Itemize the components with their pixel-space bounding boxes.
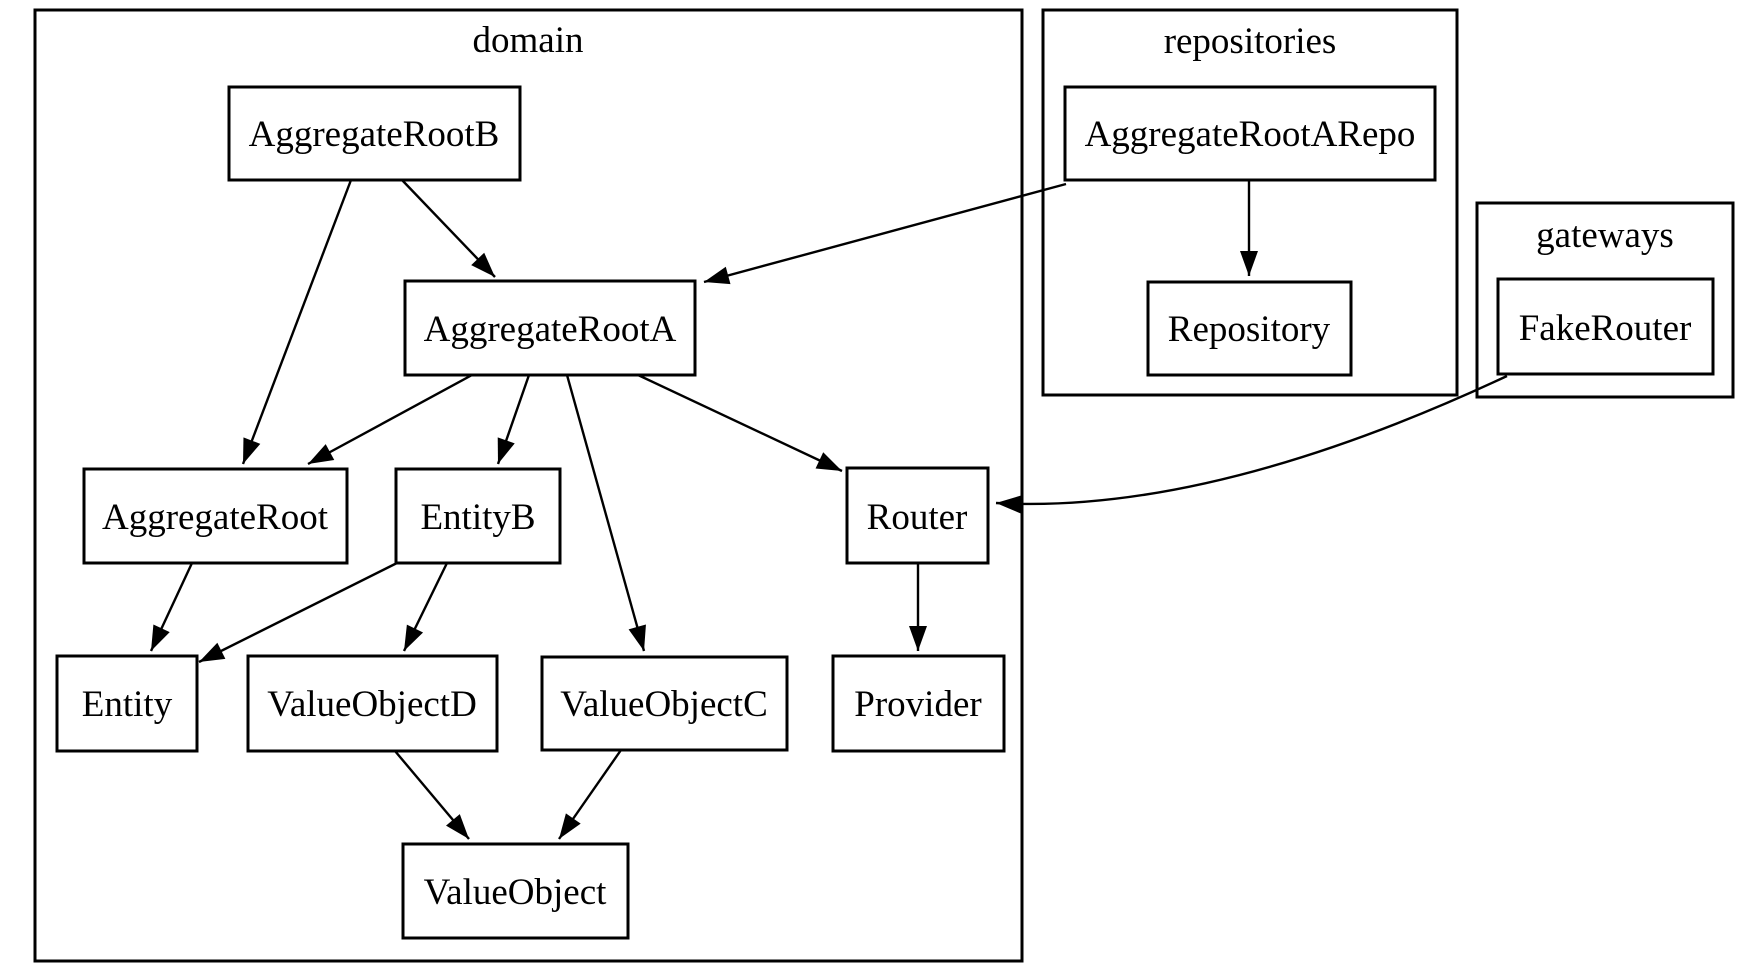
- node-aggregateroot-label: AggregateRoot: [102, 497, 329, 538]
- node-repository-label: Repository: [1168, 309, 1331, 350]
- node-router: Router: [845, 466, 990, 565]
- node-fakerouter-label: FakeRouter: [1519, 308, 1692, 349]
- cluster-gateways: gateways: [1475, 201, 1735, 399]
- node-entity-box: [55, 654, 199, 753]
- node-fakerouter-box: [1496, 277, 1715, 376]
- node-aggregaterootarepo-label: AggregateRootARepo: [1085, 114, 1416, 155]
- edge-entityb-entity: [198, 561, 398, 664]
- cluster-repositories: repositories: [1041, 8, 1459, 397]
- edge-aggregateroota-valueobjectc: [565, 374, 646, 652]
- node-valueobjectc-box: [540, 655, 789, 752]
- node-provider-box: [831, 654, 1006, 753]
- cluster-gateways-label: gateways: [1536, 215, 1674, 256]
- node-entity: Entity: [55, 654, 199, 753]
- node-provider-label: Provider: [854, 684, 981, 725]
- node-aggregateroota: AggregateRootA: [403, 279, 697, 377]
- edge-valueobjectd-valueobject: [394, 750, 470, 840]
- node-router-label: Router: [867, 497, 968, 538]
- node-aggregaterootb-label: AggregateRootB: [249, 114, 500, 155]
- node-aggregateroota-label: AggregateRootA: [424, 309, 677, 350]
- node-valueobjectd: ValueObjectD: [246, 654, 499, 753]
- edge-aggregaterootb-aggregateroot: [241, 179, 353, 465]
- node-valueobjectc: ValueObjectC: [540, 655, 789, 752]
- node-repository-box: [1146, 280, 1353, 377]
- node-aggregaterootb-box: [227, 85, 522, 182]
- node-valueobject: ValueObject: [401, 842, 630, 940]
- cluster-repositories-label: repositories: [1164, 21, 1337, 62]
- cluster-domain-label: domain: [473, 20, 584, 61]
- node-entityb-label: EntityB: [420, 497, 535, 538]
- edge-aggregateroota-router: [637, 373, 843, 473]
- edge-entityb-valueobjectd: [402, 562, 449, 652]
- cluster-domain-border: [33, 8, 1024, 963]
- node-valueobjectc-label: ValueObjectC: [560, 684, 768, 725]
- node-aggregaterootarepo-box: [1063, 85, 1437, 182]
- cluster-repositories-border: [1041, 8, 1459, 397]
- cluster-domain: domain: [33, 8, 1024, 963]
- edge-aggregaterootarepo-aggregateroota: [703, 182, 1067, 285]
- edge-aggregateroota-aggregateroot: [307, 373, 473, 466]
- node-repository: Repository: [1146, 280, 1353, 377]
- node-valueobjectd-label: ValueObjectD: [267, 684, 477, 725]
- node-aggregateroot: AggregateRoot: [82, 467, 349, 565]
- edge-fakerouter-router: [995, 374, 1508, 514]
- edge-aggregaterootb-aggregateroota: [401, 179, 496, 278]
- node-entity-label: Entity: [82, 684, 173, 725]
- node-entityb-box: [394, 467, 562, 565]
- edge-valueobjectc-valueobject: [558, 749, 622, 840]
- edge-aggregateroot-entity: [149, 562, 194, 652]
- node-router-box: [845, 466, 990, 565]
- node-aggregaterootarepo: AggregateRootARepo: [1063, 85, 1437, 182]
- node-valueobjectd-box: [246, 654, 499, 753]
- node-valueobject-box: [401, 842, 630, 940]
- edge-aggregateroota-entityb: [496, 374, 531, 465]
- edges: [149, 179, 1508, 840]
- node-aggregaterootb: AggregateRootB: [227, 85, 522, 182]
- node-valueobject-label: ValueObject: [424, 872, 608, 913]
- node-aggregateroota-box: [403, 279, 697, 377]
- node-fakerouter: FakeRouter: [1496, 277, 1715, 376]
- node-entityb: EntityB: [394, 467, 562, 565]
- node-provider: Provider: [831, 654, 1006, 753]
- cluster-gateways-border: [1475, 201, 1735, 399]
- node-aggregateroot-box: [82, 467, 349, 565]
